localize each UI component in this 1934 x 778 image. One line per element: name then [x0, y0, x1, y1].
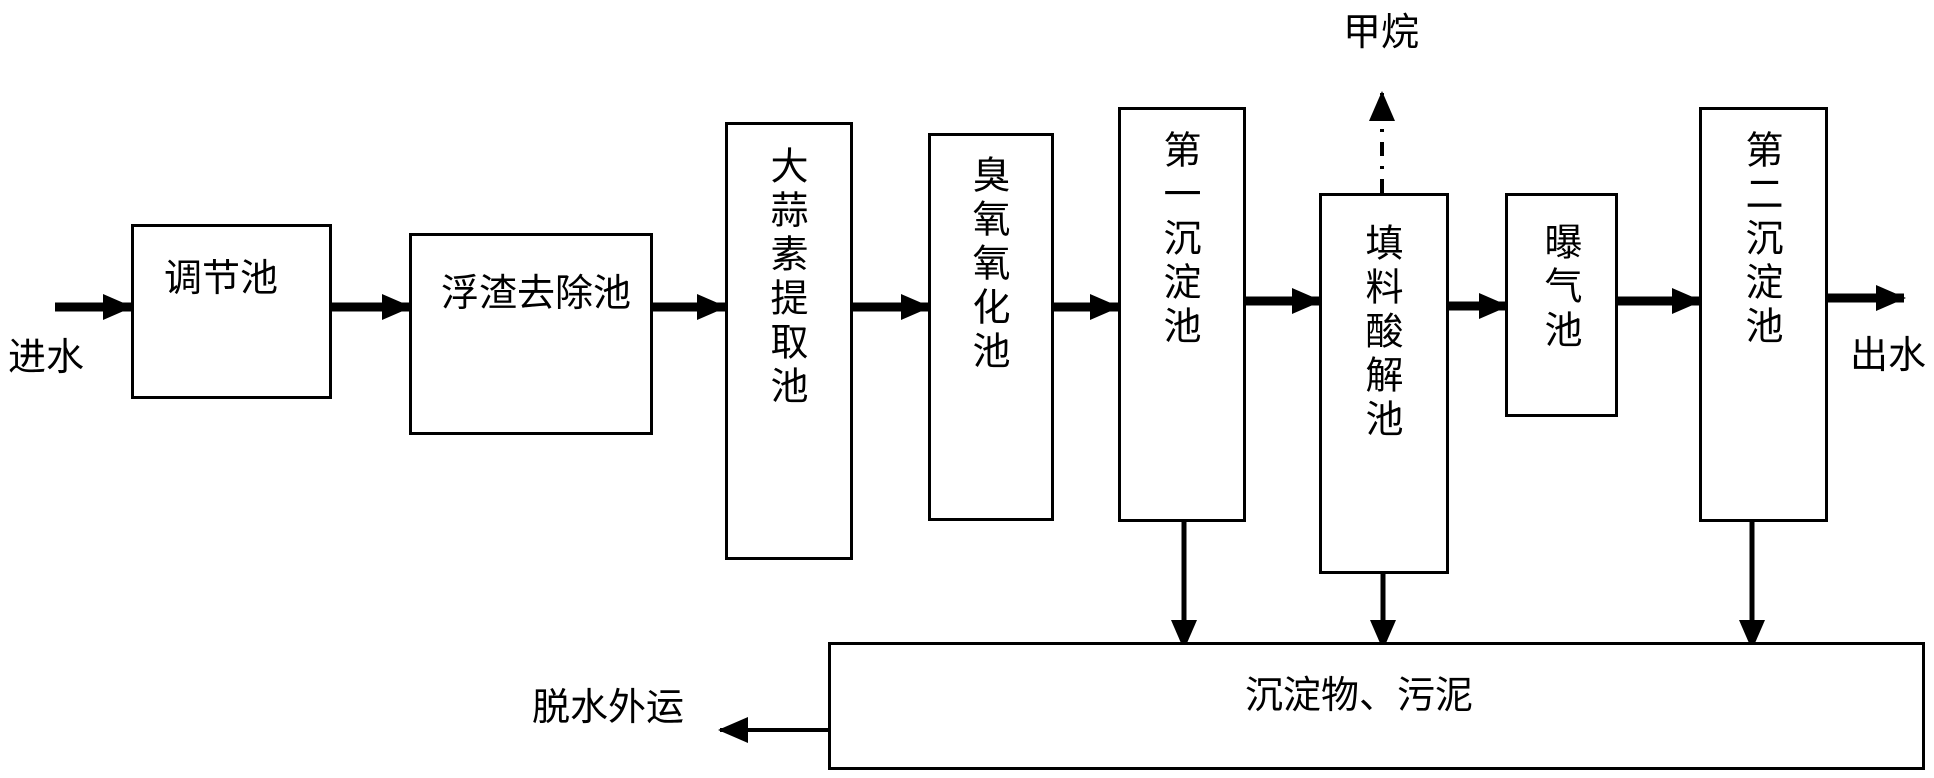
- outlet-label: 出水: [1850, 333, 1927, 377]
- first-sedimentation-tank-label: 第一沉淀池: [1157, 130, 1201, 350]
- ozonation-tank-label: 臭氧氧化池: [966, 155, 1010, 375]
- regulating-tank-box: [131, 224, 332, 399]
- regulating-tank-label: 调节池: [164, 256, 279, 300]
- garlic-extraction-tank-box: [725, 122, 853, 560]
- scum-removal-tank-box: [409, 233, 653, 435]
- ozonation-tank-box: [928, 133, 1054, 521]
- scum-removal-tank-label: 浮渣去除池: [441, 271, 632, 315]
- inlet-label: 进水: [8, 335, 85, 379]
- second-sedimentation-tank-box: [1699, 107, 1828, 522]
- packed-acidolysis-tank-label: 填料酸解池: [1359, 223, 1403, 443]
- sludge-tank-label: 沉淀物、污泥: [1245, 673, 1474, 717]
- methane-label: 甲烷: [1343, 10, 1420, 54]
- garlic-extraction-tank-label: 大蒜素提取池: [764, 146, 808, 410]
- sludge-tank-box: [828, 642, 1925, 770]
- packed-acidolysis-tank-box: [1319, 193, 1449, 574]
- aeration-tank-box: [1505, 193, 1618, 417]
- dewater-label: 脱水外运: [532, 685, 685, 729]
- first-sedimentation-tank-box: [1118, 107, 1246, 522]
- aeration-tank-label: 曝气池: [1538, 222, 1582, 354]
- second-sedimentation-tank-label: 第二沉淀池: [1739, 130, 1783, 350]
